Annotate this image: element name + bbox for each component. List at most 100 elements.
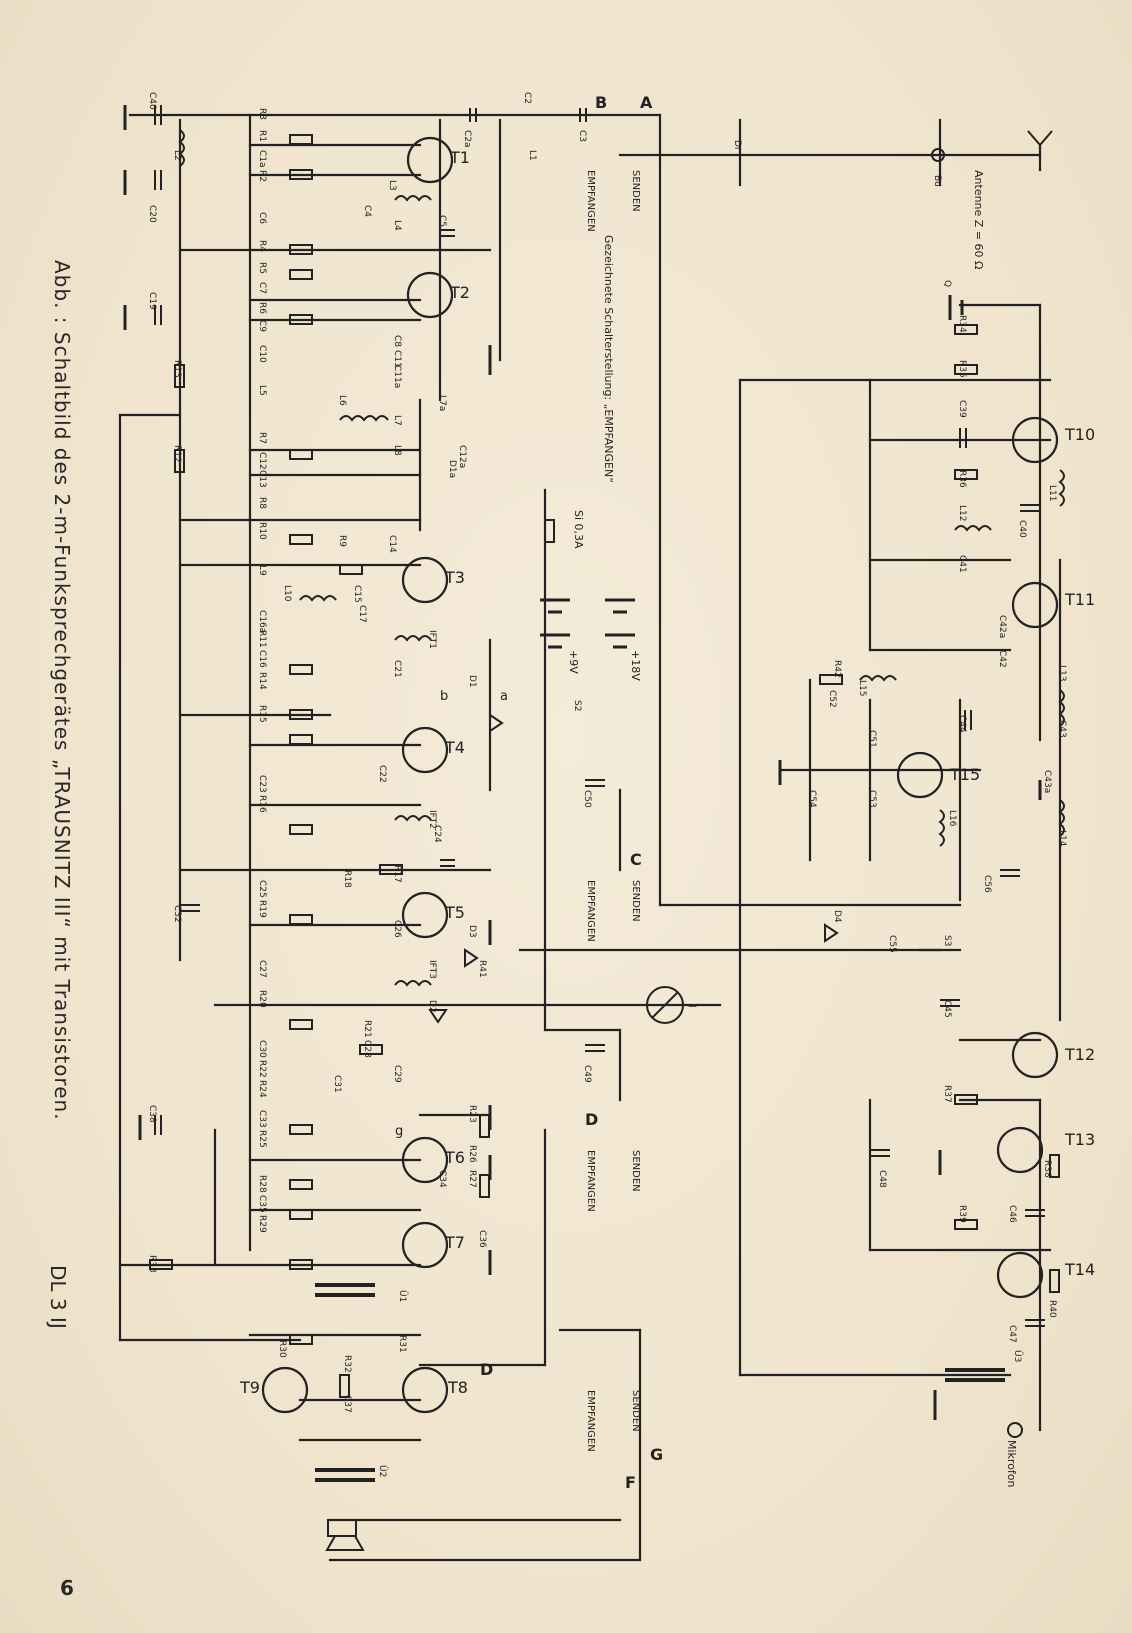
part-label-r2: R2 (257, 170, 267, 182)
switch-note: Gezeichnete Schalterstellung: „EMPFANGEN… (602, 235, 615, 483)
part-label-c9: C9 (257, 320, 267, 332)
part-label-c43a: C43a (1042, 770, 1052, 793)
part-label-c52: C52 (827, 690, 837, 708)
part-label-bu: Bu (932, 175, 942, 187)
part-label-ü3: Ü3 (1012, 1350, 1023, 1362)
label-T3: T3 (444, 568, 465, 587)
figure-caption: Abb. : Schaltbild des 2-m-Funksprechgerä… (50, 260, 74, 1121)
part-label-l16: L16 (947, 810, 957, 827)
part-label-r13: R13 (172, 360, 182, 378)
part-label-c30: C30 (257, 1040, 267, 1058)
label-T1: T1 (449, 148, 470, 167)
transistor-T13 (996, 1126, 1044, 1174)
part-label-c34: C34 (437, 1170, 447, 1188)
label-T5: T5 (444, 903, 465, 922)
label-node-a: a (500, 689, 508, 704)
part-label-r16: R16 (257, 795, 267, 813)
part-label-r25: R25 (257, 1130, 267, 1148)
part-label-r4: R4 (257, 240, 267, 252)
part-label-r6: R6 (257, 302, 267, 314)
part-label-c4: C4 (362, 205, 372, 217)
mode-receive-4: EMPFANGEN (585, 1390, 596, 1452)
label-node-B: B (595, 93, 607, 112)
part-label-c7: C7 (257, 282, 267, 294)
part-label-r18: R18 (342, 870, 352, 888)
label-T11: T11 (1064, 590, 1095, 609)
part-label-c39: C39 (957, 400, 967, 418)
part-label-c36: C36 (477, 1230, 487, 1248)
part-label-c53: C53 (867, 790, 877, 808)
transistor-T14 (996, 1251, 1044, 1299)
part-label-c2a: C2a (462, 130, 472, 148)
part-label-c29: C29 (392, 1065, 402, 1083)
part-label-c15: C15 (352, 585, 362, 603)
mode-send-4: SENDEN (630, 1390, 641, 1432)
part-label-r24: R24 (257, 1080, 267, 1098)
label-node-A: A (640, 93, 653, 112)
supply-18v: +18V (629, 650, 642, 681)
transistor-T7 (401, 1221, 449, 1269)
part-label-ift3: IFT3 (427, 960, 437, 979)
part-label-c11a: C11a (392, 365, 402, 388)
part-label-d4: D4 (832, 910, 842, 923)
label-T6: T6 (444, 1148, 465, 1167)
part-label-l3: L3 (387, 180, 397, 191)
part-label-c16: C16 (257, 650, 267, 668)
part-label-r35: R35 (957, 360, 967, 378)
part-label-l14: L14 (1057, 830, 1067, 847)
callsign: DL 3 IJ (46, 1265, 70, 1329)
part-label-ift1: IFT1 (427, 630, 437, 649)
mode-receive-1: EMPFANGEN (585, 170, 596, 232)
part-label-l10: L10 (282, 585, 292, 602)
part-label-r28: R28 (257, 1175, 267, 1193)
part-label-c55: C55 (887, 935, 897, 953)
part-label-r26: R26 (467, 1145, 477, 1163)
part-label-c54: C54 (807, 790, 817, 808)
part-label-c27: C27 (257, 960, 267, 978)
part-label-c45: C45 (942, 1000, 952, 1018)
part-label-r33: R33 (147, 1255, 157, 1273)
part-label-c49: C49 (582, 1065, 592, 1083)
transistor-T12 (1011, 1031, 1059, 1079)
part-label-l1: L1 (527, 150, 537, 161)
part-label-r20: R20 (257, 990, 267, 1008)
part-label-r36: R36 (957, 470, 967, 488)
part-label-r1: R1 (257, 130, 267, 142)
part-label-d1a: D1a (447, 460, 457, 478)
part-label-r38: R38 (1042, 1160, 1052, 1178)
label-T8: T8 (447, 1378, 468, 1397)
part-label-c33: C33 (257, 1110, 267, 1128)
part-label-r32: R32 (342, 1355, 352, 1373)
part-label-c3: C3 (577, 130, 587, 142)
part-label-r37: R37 (942, 1085, 952, 1103)
mode-receive-3: EMPFANGEN (585, 1150, 596, 1212)
part-label-c35: C35 (257, 1195, 267, 1213)
mode-send-2: SENDEN (630, 880, 641, 922)
transistor-T11 (1011, 581, 1059, 629)
part-label-c1a: C1a (257, 150, 267, 168)
part-label-c47: C47 (1007, 1325, 1017, 1343)
part-label-c44: C44 (957, 715, 967, 733)
part-label-l13: L13 (1057, 665, 1067, 681)
part-label-s3: S3 (942, 935, 952, 946)
part-label-c2: C2 (522, 92, 532, 104)
part-label-r14: R14 (257, 672, 267, 690)
label-T15: T15 (949, 765, 980, 784)
part-label-r39: R39 (957, 1205, 967, 1223)
part-label-l5: L5 (257, 385, 267, 396)
transistor-T2 (406, 271, 454, 319)
supply-9v: +9V (567, 650, 580, 674)
part-label-l6: L6 (337, 395, 347, 406)
label-node-g: g (395, 1124, 403, 1139)
transistor-T8 (401, 1366, 449, 1414)
part-label-r3: R3 (257, 108, 267, 120)
part-label-j: J (687, 1004, 697, 1008)
part-label-c23: C23 (257, 775, 267, 793)
part-label-l4: L4 (392, 220, 402, 231)
mode-receive-2: EMPFANGEN (585, 880, 596, 942)
part-label-r17: R17 (392, 865, 402, 883)
label-T4: T4 (444, 738, 465, 757)
part-label-c40: C40 (147, 92, 157, 110)
part-label-r8: R8 (257, 497, 267, 509)
